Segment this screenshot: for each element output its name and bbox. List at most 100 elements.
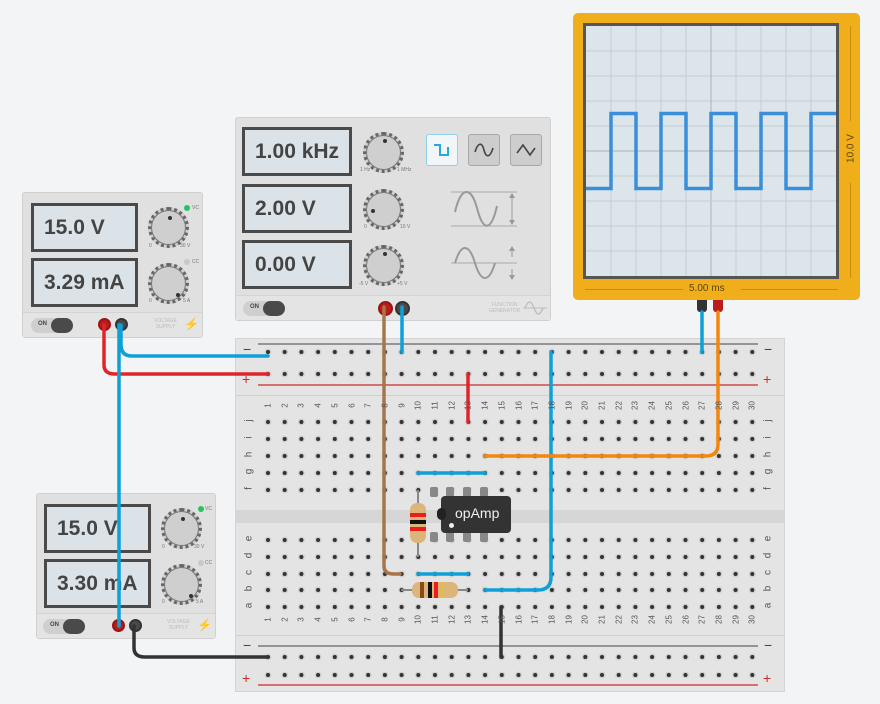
hole <box>700 673 705 677</box>
hole <box>299 588 304 592</box>
hole <box>750 572 755 576</box>
column-label: 15 <box>497 615 507 624</box>
hole <box>416 673 421 677</box>
hole <box>700 655 705 659</box>
hole <box>683 588 688 592</box>
hole <box>566 420 571 424</box>
row-label: e <box>762 535 774 542</box>
hole <box>650 572 655 576</box>
hole <box>366 588 371 592</box>
hole <box>600 605 604 609</box>
column-label: 29 <box>731 615 741 624</box>
hole <box>549 605 554 609</box>
resistor-band <box>410 509 426 510</box>
hole <box>266 605 270 609</box>
hole <box>633 488 638 492</box>
hole <box>299 454 304 458</box>
hole <box>583 673 588 677</box>
hole <box>449 605 454 609</box>
freq-knob-max-label: 1 MHz <box>397 167 412 173</box>
row-label: a <box>243 602 255 609</box>
power-supply-1: 15.0 V 3.29 mA 0 30 V 0 5 A VC CC ON VOL… <box>22 192 203 338</box>
hole <box>666 437 671 441</box>
hole <box>533 350 538 354</box>
hole <box>499 350 504 354</box>
column-label: 17 <box>530 401 540 410</box>
hole <box>483 655 488 659</box>
hole <box>600 372 604 376</box>
hole <box>299 655 304 659</box>
hole <box>366 471 371 475</box>
hole <box>449 372 454 376</box>
column-label: 12 <box>447 615 457 624</box>
row-label: g <box>762 468 774 475</box>
column-label: 5 <box>330 403 340 408</box>
hole <box>316 350 321 354</box>
hole <box>733 588 738 592</box>
amplitude-knob[interactable] <box>363 189 404 230</box>
hole <box>666 673 671 677</box>
wire-scope-signal <box>483 310 720 458</box>
hole <box>499 555 504 559</box>
offset-knob[interactable] <box>363 245 404 286</box>
column-label: 18 <box>547 615 557 624</box>
square-wave-button[interactable] <box>426 134 458 166</box>
voltage-knob[interactable] <box>148 207 189 248</box>
hole <box>366 605 371 609</box>
scope-ground-probe[interactable] <box>697 300 707 312</box>
sine-wave-button[interactable] <box>468 134 500 166</box>
hole <box>733 488 738 492</box>
row-label: i <box>762 436 774 439</box>
hole <box>583 588 588 592</box>
oscilloscope: 5.00 ms 10.0 V <box>573 13 860 300</box>
hole <box>433 605 437 609</box>
power-toggle[interactable]: ON <box>43 619 85 634</box>
power-toggle[interactable]: ON <box>31 318 73 333</box>
current-knob-max-label: 5 A <box>196 599 204 605</box>
cc-led <box>198 560 204 566</box>
resistor-band <box>420 582 424 598</box>
current-knob[interactable] <box>148 263 189 304</box>
power-toggle[interactable]: ON <box>243 301 285 316</box>
frequency-knob[interactable] <box>363 132 404 173</box>
row-label: b <box>762 585 774 592</box>
hole <box>533 655 538 659</box>
hole <box>366 488 371 492</box>
column-label: 7 <box>363 403 373 408</box>
column-label: 1 <box>263 403 273 408</box>
hole <box>382 588 387 592</box>
hole <box>666 655 671 659</box>
hole <box>750 488 755 492</box>
hole <box>583 437 588 441</box>
column-label: 13 <box>463 401 473 410</box>
breadboard-bottom-rail-section <box>236 635 784 692</box>
voltage-knob-min-label: 0 <box>149 243 152 249</box>
hole <box>349 471 354 475</box>
hole <box>266 572 270 576</box>
hole <box>600 471 604 475</box>
voltage-knob-max-label: 30 V <box>194 544 205 550</box>
voltage-knob[interactable] <box>161 508 202 549</box>
hole <box>332 488 337 492</box>
hole <box>583 350 588 354</box>
hole <box>549 655 554 659</box>
hole <box>266 673 270 677</box>
hole <box>282 538 287 542</box>
column-label: 16 <box>514 615 523 624</box>
hole <box>616 350 621 354</box>
hole <box>716 488 721 492</box>
hole <box>366 437 371 441</box>
hole <box>716 655 721 659</box>
column-label: 1 <box>263 617 273 622</box>
triangle-wave-button[interactable] <box>510 134 542 166</box>
column-label: 19 <box>564 615 574 624</box>
hole <box>566 471 571 475</box>
hole <box>366 572 371 576</box>
current-knob[interactable] <box>161 564 202 605</box>
hole <box>366 372 371 376</box>
hole <box>683 538 688 542</box>
scope-signal-probe[interactable] <box>713 300 723 312</box>
hole <box>399 605 404 609</box>
opamp-ic[interactable]: opAmp <box>437 496 511 533</box>
